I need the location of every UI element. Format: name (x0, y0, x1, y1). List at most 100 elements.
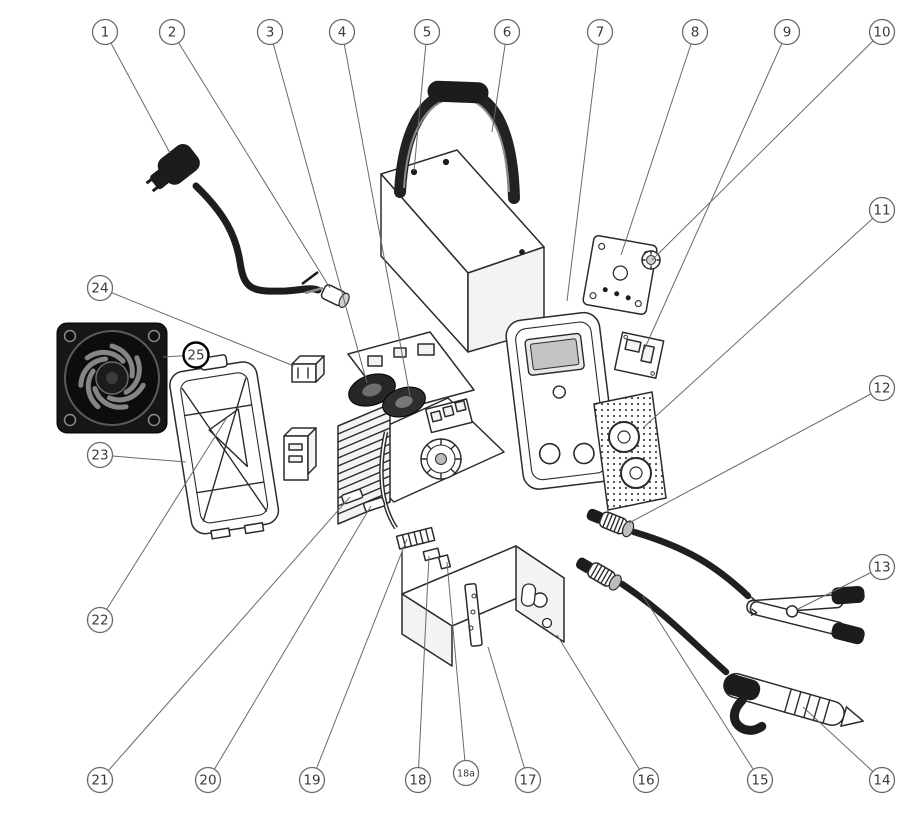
leader-line-6 (491, 31, 508, 133)
leader-line-18a (446, 561, 467, 774)
callout-label-11: 11 (873, 203, 890, 219)
callout-20: 20 (194, 766, 222, 794)
callout-2: 2 (158, 18, 186, 46)
callout-label-20: 20 (199, 773, 216, 789)
callout-circle-5 (413, 18, 441, 46)
carry-handle-part (394, 80, 520, 204)
callout-22: 22 (86, 606, 114, 634)
callout-label-8: 8 (691, 25, 700, 41)
callout-circle-7 (586, 18, 614, 46)
callout-label-25: 25 (187, 348, 204, 364)
callout-label-16: 16 (637, 773, 654, 789)
leader-line-5 (413, 31, 428, 172)
callout-15: 15 (746, 766, 774, 794)
cable-gland (320, 284, 350, 309)
toroid-transformer-1 (348, 373, 396, 407)
leader-line-9 (643, 31, 788, 351)
callout-circle-17 (514, 766, 542, 794)
parts-layer (56, 80, 865, 735)
dinse-connector-upper-part (586, 508, 635, 538)
callout-6: 6 (493, 18, 521, 46)
callout-label-6: 6 (503, 25, 512, 41)
leader-line-10 (651, 31, 883, 261)
electrode-holder-part (723, 672, 864, 735)
leader-line-2 (171, 31, 331, 289)
callout-circle-11 (868, 196, 896, 224)
callout-23: 23 (86, 441, 114, 469)
callout-21: 21 (86, 766, 114, 794)
leader-line-17 (487, 646, 529, 781)
callout-circle-14 (868, 766, 896, 794)
toroid-transformer-2 (382, 386, 426, 418)
callout-circle-19 (298, 766, 326, 794)
callout-12: 12 (868, 374, 896, 402)
comb-strip-part (395, 526, 436, 550)
callout-circle-3 (256, 18, 284, 46)
callout-circle-16 (632, 766, 660, 794)
lower-bracket-part (283, 427, 317, 481)
callout-circle-6 (493, 18, 521, 46)
leader-line-18 (417, 555, 430, 781)
leader-line-3 (269, 31, 368, 384)
leader-line-21 (99, 496, 351, 781)
callout-13: 13 (868, 553, 896, 581)
callout-label-22: 22 (91, 613, 108, 629)
callout-9: 9 (773, 18, 801, 46)
leader-line-11 (643, 209, 883, 428)
callout-24: 24 (86, 274, 114, 302)
callout-circle-1 (91, 18, 119, 46)
callout-5: 5 (413, 18, 441, 46)
callout-circle-2 (158, 18, 186, 46)
callout-circle-18a (452, 759, 480, 787)
earth-clamp-cable-part (586, 508, 865, 645)
callout-label-23: 23 (91, 448, 108, 464)
callout-label-2: 2 (168, 25, 177, 41)
electrode-holder-cable-part (575, 557, 864, 735)
callout-circle-20 (194, 766, 222, 794)
callout-label-18a: 18a (457, 768, 475, 779)
callout-18: 18 (404, 766, 432, 794)
callout-4: 4 (328, 18, 356, 46)
inner-divider-strip-part (464, 582, 483, 647)
callout-1: 1 (91, 18, 119, 46)
dinse-connector-lower-part (575, 557, 622, 591)
knob-part (641, 250, 661, 270)
callout-10: 10 (868, 18, 896, 46)
leader-line-24 (99, 287, 295, 367)
leader-line-20 (207, 505, 372, 781)
callout-circle-18 (404, 766, 432, 794)
rear-plate-part (582, 235, 658, 315)
callout-circle-12 (868, 374, 896, 402)
callout-label-5: 5 (423, 25, 432, 41)
callout-label-4: 4 (338, 25, 347, 41)
leader-line-13 (797, 566, 883, 610)
main-board-assembly-part (337, 331, 505, 530)
angle-bracket-part (422, 547, 452, 570)
callout-label-7: 7 (596, 25, 605, 41)
leader-line-22 (99, 418, 227, 621)
leader-line-1 (104, 31, 171, 154)
callout-circle-4 (328, 18, 356, 46)
callout-circle-22 (86, 606, 114, 634)
control-pcb-part (613, 331, 665, 379)
callout-label-14: 14 (873, 773, 890, 789)
callout-8: 8 (681, 18, 709, 46)
callout-circle-21 (86, 766, 114, 794)
callout-label-12: 12 (873, 381, 890, 397)
callout-label-18: 18 (409, 773, 426, 789)
leader-lines-layer (99, 31, 883, 781)
earth-clamp-part (746, 585, 865, 645)
cooling-fan-part (56, 322, 168, 434)
callout-label-9: 9 (783, 25, 792, 41)
leader-line-15 (642, 595, 761, 781)
callout-label-13: 13 (873, 560, 890, 576)
front-panel-part (505, 311, 618, 490)
callout-label-15: 15 (751, 773, 768, 789)
callout-circle-23 (86, 441, 114, 469)
callout-circle-9 (773, 18, 801, 46)
leader-line-19 (311, 538, 408, 781)
leader-line-12 (628, 387, 883, 524)
